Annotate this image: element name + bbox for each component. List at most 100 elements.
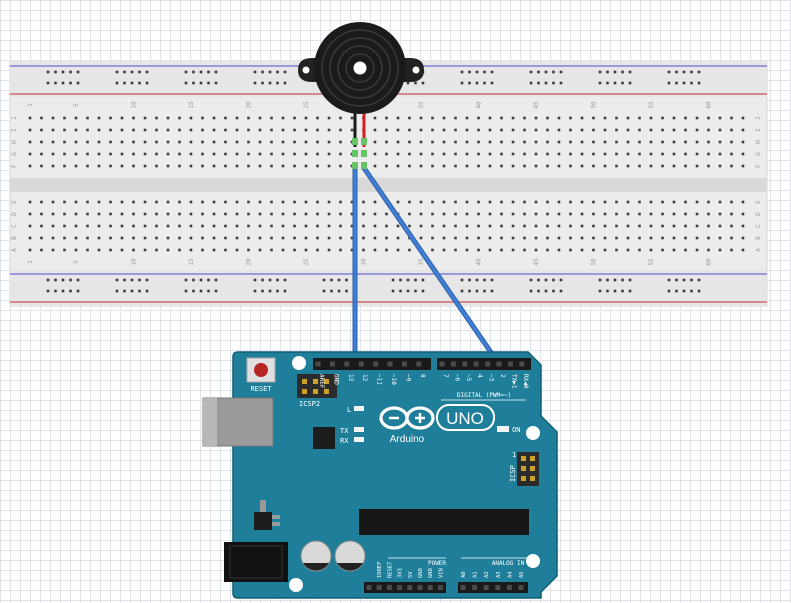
- rail-hole: [61, 70, 65, 74]
- wire-pin2[interactable]: [362, 166, 501, 366]
- rail-hole: [399, 278, 402, 282]
- breadboard-hole: [546, 128, 549, 132]
- breadboard-hole: [638, 224, 641, 228]
- analog-pin[interactable]: [483, 585, 489, 590]
- power-pin[interactable]: [376, 585, 382, 590]
- breadboard-hole: [408, 140, 411, 144]
- breadboard-hole: [28, 116, 32, 120]
- analog-pin[interactable]: [518, 585, 524, 590]
- digital-pin[interactable]: [387, 361, 393, 367]
- breadboard-hole: [523, 224, 526, 228]
- analog-pin-label: A2: [484, 571, 490, 578]
- breadboard-hole: [592, 212, 595, 216]
- digital-pin[interactable]: [496, 361, 502, 367]
- breadboard-hole: [86, 140, 89, 144]
- digital-pin[interactable]: [462, 361, 468, 367]
- digital-pin[interactable]: [401, 361, 407, 367]
- breadboard-hole: [730, 236, 733, 240]
- breadboard-hole: [741, 140, 745, 144]
- digital-pin[interactable]: [439, 361, 445, 367]
- breadboard-hole: [109, 248, 112, 252]
- digital-pin[interactable]: [485, 361, 491, 367]
- breadboard-hole: [373, 140, 377, 144]
- breadboard-hole: [109, 140, 112, 144]
- digital-pin[interactable]: [507, 361, 513, 367]
- breadboard-hole: [661, 164, 664, 168]
- breadboard-hole: [304, 128, 308, 132]
- icsp-header: [517, 452, 539, 486]
- breadboard-hole: [270, 212, 273, 216]
- breadboard-hole: [270, 128, 273, 132]
- analog-pin[interactable]: [460, 585, 466, 590]
- rail-hole: [283, 81, 287, 85]
- analog-pin[interactable]: [506, 585, 512, 590]
- digital-pin[interactable]: [373, 361, 379, 367]
- breadboard-hole: [224, 152, 227, 156]
- breadboard-hole: [454, 212, 457, 216]
- mount-hole: [302, 66, 310, 74]
- rail-hole: [544, 289, 548, 293]
- rail-hole: [276, 81, 279, 85]
- rail-hole: [330, 278, 333, 282]
- digital-pin[interactable]: [519, 361, 525, 367]
- breadboard-hole: [143, 116, 147, 120]
- breadboard-hole: [442, 140, 446, 144]
- breadboard-hole: [373, 224, 377, 228]
- header-pin: [302, 389, 307, 394]
- power-pin[interactable]: [366, 585, 372, 590]
- digital-pin[interactable]: [358, 361, 364, 367]
- breadboard-hole: [408, 164, 411, 168]
- breadboard-hole: [661, 224, 664, 228]
- breadboard-hole: [557, 224, 561, 228]
- buzzer-ring: [329, 37, 391, 99]
- reset-button-cap[interactable]: [254, 363, 268, 377]
- rail-hole: [69, 289, 72, 293]
- power-pin[interactable]: [397, 585, 403, 590]
- breadboard-hole: [592, 248, 595, 252]
- power-pin[interactable]: [437, 585, 443, 590]
- breadboard-hole: [281, 224, 285, 228]
- digital-pin[interactable]: [450, 361, 456, 367]
- breadboard-hole: [28, 236, 32, 240]
- rail-hole: [628, 289, 632, 293]
- breadboard-hole: [258, 164, 262, 168]
- breadboard-hole: [327, 212, 331, 216]
- breadboard-hole: [477, 236, 480, 240]
- analog-pin[interactable]: [495, 585, 501, 590]
- breadboard-hole: [120, 164, 124, 168]
- breadboard-hole: [120, 212, 124, 216]
- row-letter: B: [755, 236, 762, 240]
- breadboard-hole: [166, 200, 170, 204]
- digital-pin[interactable]: [329, 361, 335, 367]
- breadboard-hole: [695, 248, 699, 252]
- digital-pin[interactable]: [344, 361, 350, 367]
- breadboard-hole: [477, 128, 480, 132]
- breadboard-hole: [362, 248, 365, 252]
- breadboard-hole: [523, 212, 526, 216]
- rail-hole: [76, 289, 80, 293]
- rail-hole: [606, 70, 609, 74]
- capacitor-stripe: [337, 563, 363, 571]
- power-pin[interactable]: [407, 585, 413, 590]
- breadboard-hole: [155, 248, 158, 252]
- analog-pin[interactable]: [472, 585, 478, 590]
- breadboard-hole: [339, 116, 342, 120]
- breadboard-hole: [178, 116, 181, 120]
- power-pin[interactable]: [417, 585, 423, 590]
- breadboard-hole: [718, 200, 722, 204]
- breadboard-hole: [534, 128, 538, 132]
- rail-hole: [69, 278, 72, 282]
- breadboard-hole: [396, 140, 400, 144]
- rail-hole: [475, 70, 479, 74]
- digital-pin[interactable]: [315, 361, 321, 367]
- digital-pin[interactable]: [416, 361, 422, 367]
- rail-hole: [253, 278, 257, 282]
- piezo-buzzer[interactable]: [298, 22, 424, 169]
- breadboard-hole: [143, 212, 147, 216]
- power-pin[interactable]: [427, 585, 433, 590]
- power-pin[interactable]: [386, 585, 392, 590]
- digital-pin[interactable]: [473, 361, 479, 367]
- breadboard-hole: [592, 224, 595, 228]
